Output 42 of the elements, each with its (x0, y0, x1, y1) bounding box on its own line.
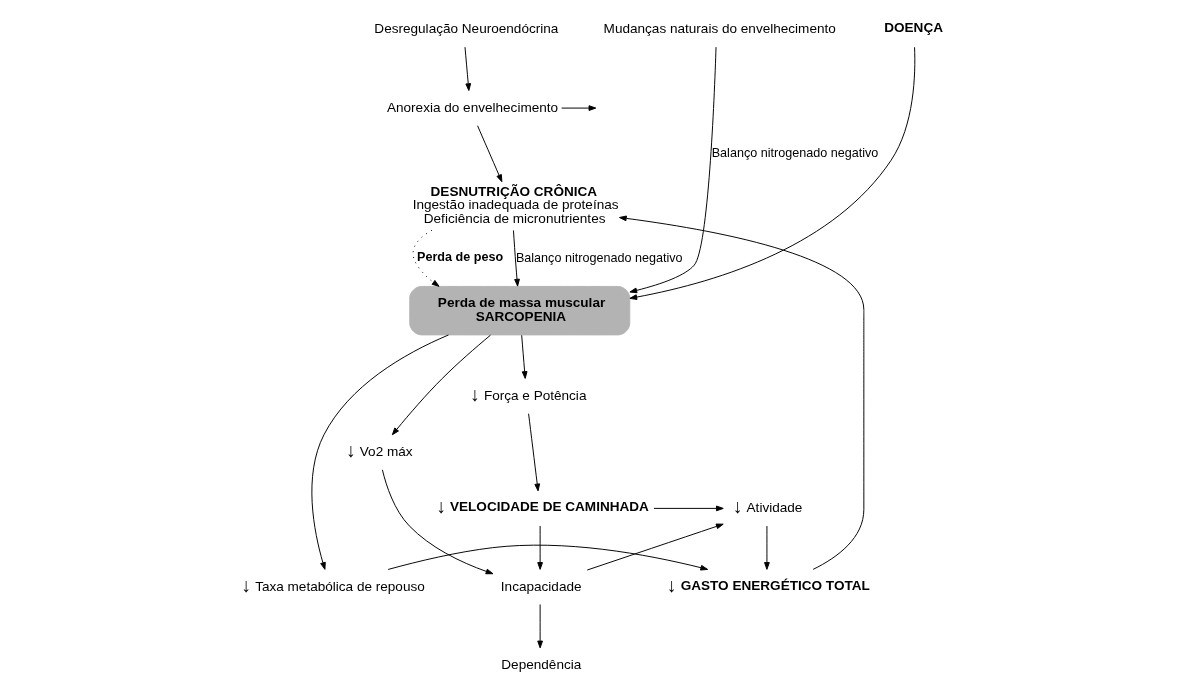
node-box: Perda de massa muscular SARCOPENIA (408, 285, 630, 336)
arrow (512, 229, 520, 287)
node-text: Vo2 máx (359, 443, 413, 459)
arrow (412, 229, 440, 287)
node-label: ↓ (345, 439, 356, 462)
node-label: ↓ (241, 573, 251, 596)
arrow (628, 46, 717, 294)
node-text: Dependência (500, 657, 581, 673)
arrow (310, 334, 449, 570)
node-text: Incapacidade (500, 578, 582, 594)
arrow (527, 413, 540, 492)
edge-label: Perda de peso (416, 249, 503, 264)
arrow (653, 505, 724, 512)
node-text: DOENÇA (883, 20, 943, 36)
arrow (536, 604, 543, 649)
node-label: ↓ (666, 573, 677, 596)
arrow (520, 334, 527, 379)
node-label: ↓ (469, 382, 480, 405)
arrow (536, 525, 543, 570)
node-text: Mudanças naturais do envelhecimento (603, 21, 836, 37)
node-text: Atividade (746, 499, 802, 515)
node-text: Taxa metabólica de repouso (254, 578, 425, 594)
arrow (628, 46, 915, 300)
arrow (387, 544, 708, 571)
arrow (586, 523, 724, 571)
node-text: GASTO ENERGÉTICO TOTAL (680, 577, 870, 593)
node-label: ↓ (435, 495, 446, 518)
node-text: Desregulação Neuroendócrina (373, 21, 558, 37)
node-label: ↓ (732, 495, 743, 518)
arrow (391, 334, 491, 436)
edge-label: Balanço nitrogenado negativo (711, 145, 878, 160)
arrow (381, 469, 493, 575)
node-text: DESNUTRIÇÃO CRÔNICA Ingestão inadequada de proteínas Deficiência de micronutrientes (412, 183, 619, 226)
arrow (464, 46, 471, 91)
arrow (476, 125, 502, 183)
edge-label: Balanço nitrogenado negativo (515, 250, 683, 265)
arrow (618, 215, 864, 570)
node-text: VELOCIDADE DE CAMINHADA (449, 499, 649, 515)
node-text: Força e Potência (483, 387, 586, 403)
arrow (560, 105, 596, 111)
node-text: Anorexia do envelhecimento (386, 99, 558, 115)
arrow (763, 525, 770, 570)
